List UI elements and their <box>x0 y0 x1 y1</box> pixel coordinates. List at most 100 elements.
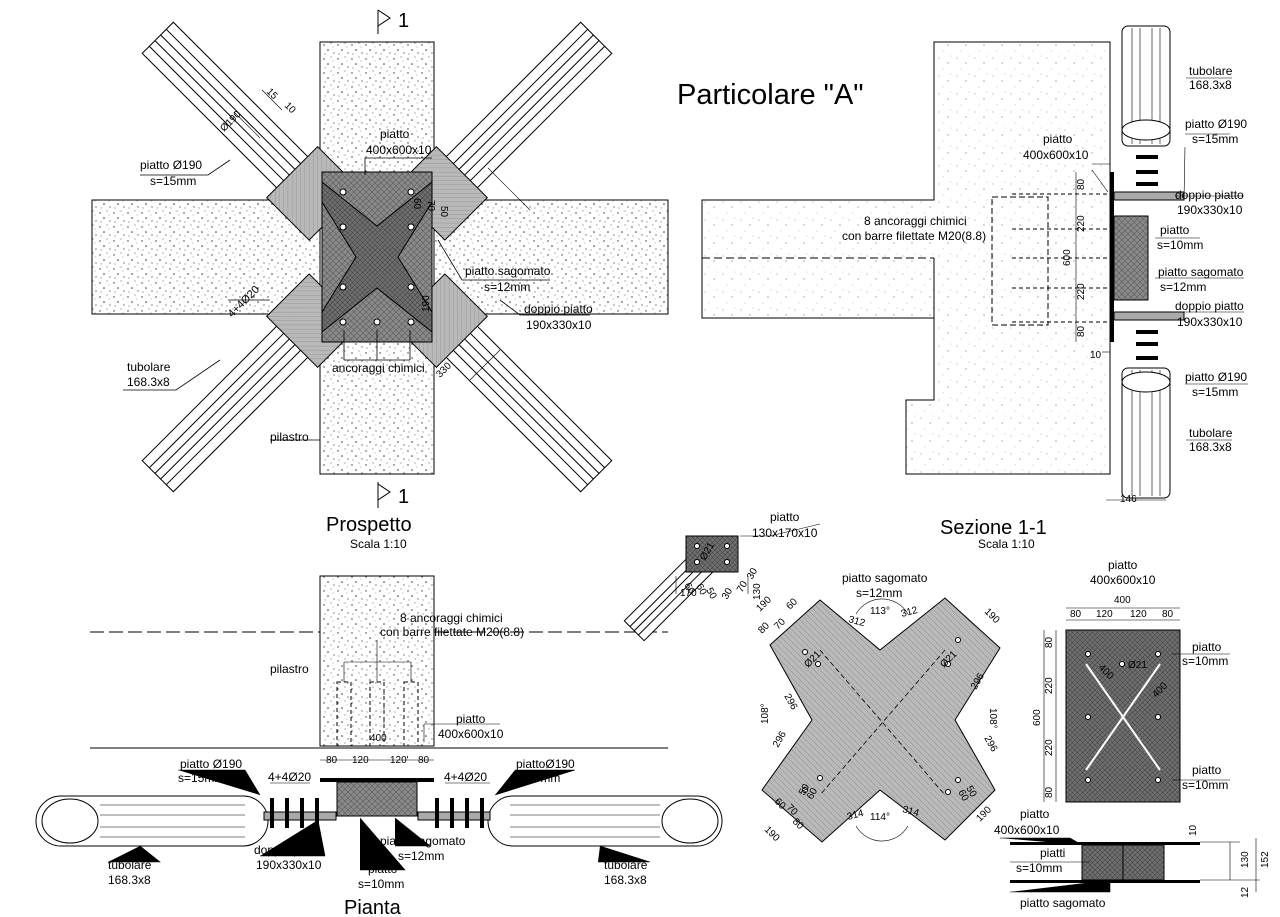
small-plate-dim-30: 30 <box>720 586 735 602</box>
sezione-ancoraggi-2: con barre filettate M20(8.8) <box>842 229 986 243</box>
sezione-sagomato: piatto sagomato <box>1158 265 1244 279</box>
cross-dim-312-left: 312 <box>847 614 866 629</box>
cross-dim-50-bl: 50 <box>797 782 812 798</box>
small-plate-label: piatto <box>770 510 800 524</box>
bottom-detail-dim-152: 152 <box>1260 851 1271 868</box>
sezione-dim-220-top: 220 <box>1076 215 1087 232</box>
prospetto-doppio-label: doppio piatto <box>524 302 593 316</box>
pianta-base-plate <box>320 778 434 782</box>
sezione-dim-146: 146 <box>1120 494 1137 505</box>
plate-detail-dim-220-top: 220 <box>1044 677 1055 694</box>
section-tube-lower <box>1121 367 1171 499</box>
pianta-title: Pianta <box>344 897 402 917</box>
prospetto-s15-label: s=15mm <box>150 174 196 188</box>
sezione-doppio-dim-top: 190x330x10 <box>1177 203 1243 217</box>
sezione-view: tubolare 168.3x8 piatto Ø190 s=15mm piat… <box>701 25 1248 551</box>
sezione-dim-80-top: 80 <box>1076 178 1087 190</box>
section-mark-top: 1 <box>377 9 409 34</box>
sezione-piatto-s10: piatto <box>1160 223 1190 237</box>
pianta-doppio: doppio piatto <box>254 843 323 857</box>
tube-diagonals <box>141 21 613 493</box>
plate-detail-dim-80-right: 80 <box>1162 609 1174 620</box>
section-base-plate <box>1110 172 1114 342</box>
cross-dim-190-bl: 190 <box>762 824 782 844</box>
sezione-s15-top: s=15mm <box>1192 132 1238 146</box>
prospetto-dim-60: 60 <box>411 198 422 210</box>
section-tube-upper <box>1121 25 1171 147</box>
pianta-tubolare-left: tubolare <box>108 858 152 872</box>
sezione-s12: s=12mm <box>1160 280 1206 294</box>
pianta-dim-80-right: 80 <box>418 755 430 766</box>
section-dim-lines <box>1075 77 1248 501</box>
cross-dim-60-tl: 60 <box>784 596 800 612</box>
section-mark-label-bottom: 1 <box>398 486 409 508</box>
prospetto-pilastro-label: pilastro <box>270 430 309 444</box>
small-plate-dim-130: 130 <box>752 583 763 600</box>
pianta-shaped-plate <box>336 781 418 817</box>
main-title: Particolare "A" <box>677 79 864 111</box>
sezione-piatto-label: piatto <box>1043 132 1073 146</box>
pianta-bars-left: 4+4Ø20 <box>268 770 311 784</box>
prospetto-tubolare-label: tubolare <box>127 360 171 374</box>
cross-dim-296-lr: 296 <box>981 734 999 754</box>
sezione-dim-220-bottom: 220 <box>1076 283 1087 300</box>
pianta-view: 8 ancoraggi chimici con barre filettate … <box>35 575 723 917</box>
pianta-tubolare-right: tubolare <box>604 858 648 872</box>
prospetto-dim-10: 10 <box>282 100 298 116</box>
bottom-detail-piatto: piatto <box>1020 807 1050 821</box>
plate-detail-s10-top: s=10mm <box>1182 654 1228 668</box>
bottom-detail-dim-10: 10 <box>1188 824 1199 836</box>
cross-dim-60b-bl: 60 <box>805 786 820 802</box>
sezione-dim-80-bottom: 80 <box>1076 325 1087 337</box>
small-plate-dim-70: 70 <box>735 579 750 595</box>
bottom-detail-piatti: piatti <box>1040 846 1065 860</box>
prospetto-tubolare-dim: 168.3x8 <box>127 375 170 389</box>
small-plate-dim-50: 50 <box>703 586 718 602</box>
small-plate-dim-60b: 60 <box>693 582 708 598</box>
pianta-bolts <box>270 798 484 828</box>
pianta-ancoraggi-2: con barre filettate M20(8.8) <box>380 625 524 639</box>
pianta-dim-lines <box>108 640 651 871</box>
pianta-s15-left: s=15mm <box>178 771 224 785</box>
bottom-detail-piatto-dim: 400x600x10 <box>994 823 1060 837</box>
anchor-embedment <box>991 196 1049 326</box>
pianta-pilastro: pilastro <box>270 662 309 676</box>
cross-dim-314-left: 314 <box>846 808 865 823</box>
plate-detail-piatto-bottom: piatto <box>1192 763 1222 777</box>
cross-dim-296-ll: 296 <box>771 729 789 749</box>
bottom-detail-dim-130: 130 <box>1240 851 1251 868</box>
sezione-doppio-bottom: doppio piatto <box>1175 299 1244 313</box>
plate-detail-piatto-top: piatto <box>1192 640 1222 654</box>
sezione-tubolare-top: tubolare <box>1189 64 1233 78</box>
plate-detail-dim-80-bottom: 80 <box>1044 786 1055 798</box>
sezione-piatto-dim: 400x600x10 <box>1023 148 1089 162</box>
section-bolts <box>1136 155 1158 360</box>
pianta-piatto190-left: piatto Ø190 <box>180 757 242 771</box>
pianta-piatto-dim: 400x600x10 <box>438 727 504 741</box>
pianta-tube-right <box>487 795 723 847</box>
cross-s12: s=12mm <box>856 586 902 600</box>
sezione-title: Sezione 1-1 <box>940 517 1047 539</box>
prospetto-view: 1 1 piatto 400x600x10 piatto Ø190 s=15mm <box>91 9 669 551</box>
base-plate-detail: piatto 400x600x10 400 80 120 120 80 80 2… <box>1032 558 1230 803</box>
shaped-cross-detail: piatto sagomato s=12mm 113° 114° 312 312… <box>754 571 1001 844</box>
plate-detail-dim-80-left: 80 <box>1070 609 1082 620</box>
prospetto-dim-70: 70 <box>425 200 436 212</box>
cross-angle-108-right: 108° <box>987 708 998 729</box>
shaped-plate-cross <box>321 180 433 334</box>
sezione-dim-10: 10 <box>1090 350 1102 361</box>
pianta-dim-120b: 120' <box>390 755 409 766</box>
pianta-sagomato: piatto sagomato <box>380 834 466 848</box>
pianta-piatto-s10: piatto <box>368 862 398 876</box>
plate-detail-dim-400: 400 <box>1114 595 1131 606</box>
pianta-s12: s=12mm <box>398 849 444 863</box>
pianta-s15-right: s=15mm <box>514 771 560 785</box>
pianta-bars-right: 4+4Ø20 <box>444 770 487 784</box>
cross-dim-296-ul: 296 <box>781 692 799 712</box>
section-double-plates <box>1113 191 1185 321</box>
bottom-detail-sagomato: piatto sagomato <box>1020 896 1106 910</box>
beam-elevation-left <box>91 199 321 315</box>
cross-angle-114: 114° <box>870 812 890 823</box>
sezione-piatto190-bottom: piatto Ø190 <box>1185 370 1247 384</box>
prospetto-dimensions <box>233 89 531 381</box>
